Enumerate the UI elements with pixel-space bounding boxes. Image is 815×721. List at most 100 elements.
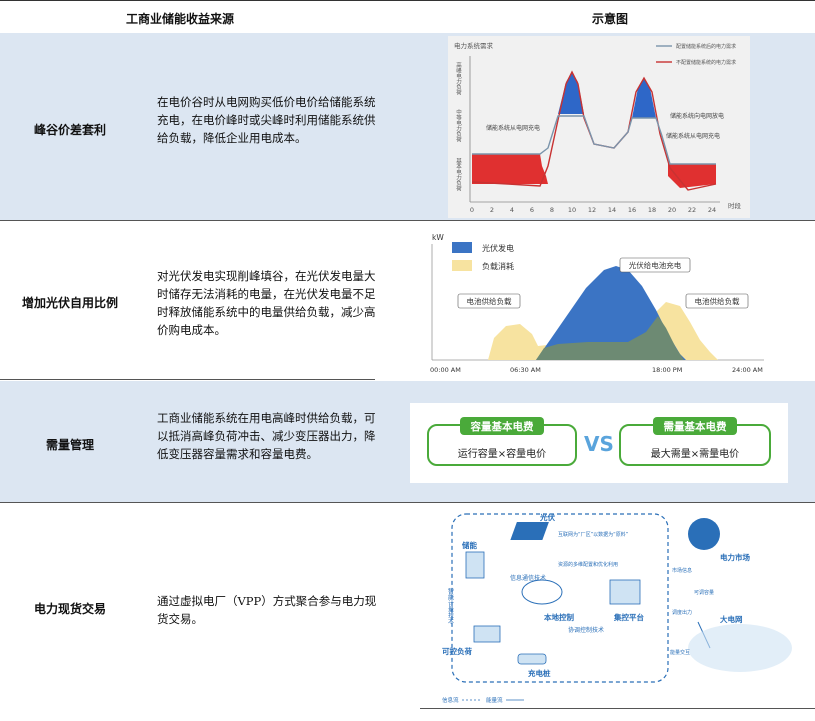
- pv-load-figure: kW 光伏发电 负载消耗 光伏给电池充电 电池供给负载 电池供给负载 00:00…: [430, 233, 764, 374]
- row-description: 在电价谷时从电网购买低价电价给储能系统充电，在电价峰时或尖峰时利用储能系统供给负…: [157, 95, 376, 145]
- central-platform-label: 集控平台: [613, 612, 644, 622]
- pv-load-overlap-area: [536, 316, 684, 360]
- y-label-mid: 中等电力负荷: [455, 108, 462, 144]
- legend-pv-swatch: [452, 242, 472, 253]
- annotation-box-center: [619, 257, 691, 273]
- x-tick: 18: [648, 206, 656, 214]
- tradable-capacity-label: 可调容量: [694, 589, 714, 596]
- row-label: 电力现货交易: [33, 602, 106, 616]
- legend-info-flow: 信息流: [442, 696, 459, 704]
- x-tick: 06:30 AM: [510, 366, 541, 374]
- info-tech-label: 信息通信技术: [510, 574, 546, 582]
- meter-label: 智能计量技术: [447, 587, 454, 625]
- annotation-pv-charge: 光伏给电池充电: [629, 260, 682, 270]
- row-description: 工商业储能系统在用电高峰时供给负载，可以抵消高峰负荷冲击、减少变压器出力，降低变…: [157, 411, 376, 461]
- capacity-fee-title: 容量基本电费: [470, 420, 534, 433]
- annotation-box-left: [457, 293, 521, 309]
- annotation-charge-right: 储能系统从电网充电: [666, 132, 720, 140]
- coord-control-label: 协调控制技术: [568, 626, 604, 634]
- figure-background: [436, 508, 808, 706]
- grid-network: [688, 624, 792, 672]
- row-label: 需量管理: [45, 438, 94, 452]
- grid-label: 大电网: [720, 614, 743, 624]
- legend-energy-flow: 能量流: [486, 696, 503, 704]
- note-resource: 资源的多维配置和优化利用: [558, 561, 618, 568]
- dispatch-label: 调度出力: [672, 609, 692, 616]
- legend-load: 负载消耗: [482, 261, 514, 271]
- row-label: 峰谷价差套利: [33, 123, 106, 137]
- versus-label: VS: [584, 432, 614, 456]
- header-source-column: 工商业储能收益来源: [125, 12, 234, 26]
- annotation-discharge: 储能系统向电网放电: [670, 112, 724, 120]
- row-divider: [0, 379, 375, 380]
- demand-fee-figure: 容量基本电费 运行容量×容量电价 VS 需量基本电费 最大需量×需量电价: [410, 403, 788, 483]
- x-tick: 4: [510, 206, 514, 214]
- row-spot-trading: 电力现货交易 通过虚拟电厂（VPP）方式聚合参与电力现货交易。: [0, 503, 815, 708]
- annotation-battery-supply-right: 电池供给负载: [695, 296, 740, 306]
- x-tick: 14: [608, 206, 616, 214]
- annotation-box-right: [685, 293, 749, 309]
- demand-fee-title: 需量基本电费: [664, 420, 727, 433]
- note-internet: 互联网为“厂区”以数据为“原料”: [558, 531, 629, 538]
- server-icon: [609, 579, 641, 605]
- x-tick: 24: [708, 206, 716, 214]
- load-label: 可控负荷: [442, 646, 472, 656]
- demand-with-storage-curve: [472, 115, 716, 165]
- cloud-icon: [521, 579, 563, 605]
- x-tick: 10: [568, 206, 576, 214]
- x-tick: 22: [688, 206, 696, 214]
- local-control-label: 本地控制: [543, 612, 574, 622]
- demand-fee-formula: 最大需量×需量电价: [651, 447, 739, 460]
- row-label: 增加光伏自用比例: [21, 296, 118, 310]
- solar-panel-icon: [510, 522, 549, 540]
- x-tick: 2: [490, 206, 494, 214]
- capacity-fee-title-bg: [460, 417, 544, 435]
- demand-fee-title-bg: [653, 417, 737, 435]
- x-tick: 0: [470, 206, 474, 214]
- charger-label: 充电桩: [528, 668, 551, 678]
- x-tick: 6: [530, 206, 534, 214]
- y-axis-title: 电力系统需求: [454, 41, 494, 50]
- x-tick: 16: [628, 206, 636, 214]
- market-info-label: 市场信息: [672, 567, 692, 574]
- x-tick: 24:00 AM: [732, 366, 763, 374]
- energy-exchange-label: 能量交互: [670, 649, 690, 656]
- y-label-base: 基本电力负荷: [455, 157, 462, 193]
- row-description: 通过虚拟电厂（VPP）方式聚合参与电力现货交易。: [157, 594, 377, 626]
- y-label-high: 高峰电力负荷: [455, 61, 462, 97]
- annotation-charge-left: 储能系统从电网充电: [486, 124, 540, 132]
- legend-pv: 光伏发电: [482, 243, 514, 253]
- x-tick: 00:00 AM: [430, 366, 461, 374]
- vpp-boundary: [451, 513, 669, 683]
- table-bottom-border: [420, 708, 815, 709]
- legend-without-storage: 不配置储能系统的电力需求: [676, 59, 736, 66]
- table-header: 工商业储能收益来源 示意图: [0, 0, 815, 34]
- x-tick: 12: [588, 206, 596, 214]
- capacity-fee-formula: 运行容量×容量电价: [458, 447, 546, 460]
- x-tick: 18:00 PM: [652, 366, 682, 374]
- market-icon: [688, 518, 720, 550]
- legend-with-storage: 配置储能系统后的电力需求: [676, 43, 736, 50]
- storage-icon: [465, 551, 485, 579]
- valley-charge-area: [472, 154, 548, 184]
- charger-icon: [517, 653, 547, 665]
- x-axis-title: 时段: [728, 201, 742, 210]
- legend-load-swatch: [452, 260, 472, 271]
- market-label: 电力市场: [720, 552, 750, 562]
- peak-valley-figure: 电力系统需求 高峰电力负荷 中等电力负荷 基本电力负荷 配置储能系统后的电力需求…: [448, 36, 750, 218]
- row-pv-self-consumption: 增加光伏自用比例 对光伏发电实现削峰填谷，在光伏发电量大时储存无法消耗的电量，在…: [0, 221, 815, 379]
- x-tick: 8: [550, 206, 554, 214]
- row-divider: [0, 502, 815, 503]
- row-description: 对光伏发电实现削峰填谷，在光伏发电量大时储存无法消耗的电量，在光伏发电量不足时释…: [157, 269, 376, 337]
- row-divider: [0, 220, 815, 221]
- storage-label: 储能: [462, 540, 477, 550]
- x-tick: 20: [668, 206, 676, 214]
- evening-charge-area: [668, 164, 716, 188]
- load-icon: [473, 625, 501, 643]
- y-axis-unit: kW: [432, 233, 444, 242]
- pv-label: 光伏: [539, 512, 555, 522]
- annotation-battery-supply-left: 电池供给负载: [467, 296, 512, 306]
- header-diagram-column: 示意图: [591, 12, 628, 26]
- vpp-diagram: 光伏 储能 智能计量技术 可控负荷 充电桩 信息通信技术 本地控制 协调控制技术…: [436, 508, 808, 706]
